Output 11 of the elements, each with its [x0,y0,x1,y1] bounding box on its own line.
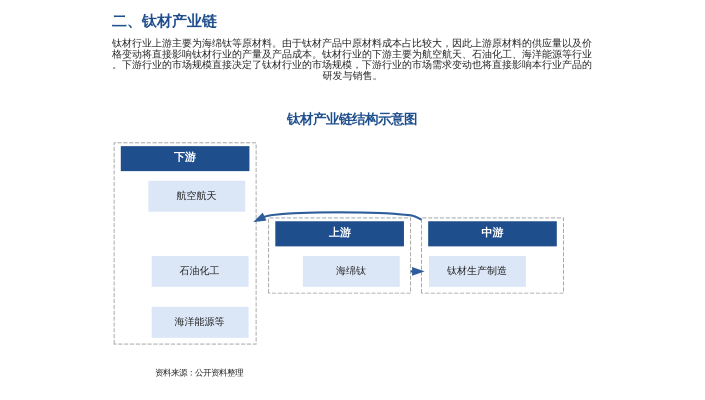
arrow [252,211,422,222]
label: 钛材行业上游主要为海绵钛等原材料。由于钛材产品中原材料成本占比较大，因此上游原材料的供应量以及价格变动将直接影响钛材行业的产量及产品成本。钛材行业的下游主要为航空航天、石油化工、海洋能源等行业。下游行业的市场规模直接决定了钛材行业的市场规模，下游行业的市场需求变动也将直接影响本行业产品的研发与销售。 [112,38,592,82]
node-box: 钛材生产制造 [428,256,526,287]
diagram-title: 二、钛材产业链 [112,12,217,30]
node-box: 海洋能源等 [151,306,248,338]
node-box: 海绵钛 [302,256,400,287]
node-box: 航空航天 [148,180,245,212]
label: 钛材产业链结构示意图 [286,112,417,128]
arrow [410,267,424,276]
label: 资料来源：公开资料整理 [154,367,243,378]
node-box: 石油化工 [151,256,248,287]
